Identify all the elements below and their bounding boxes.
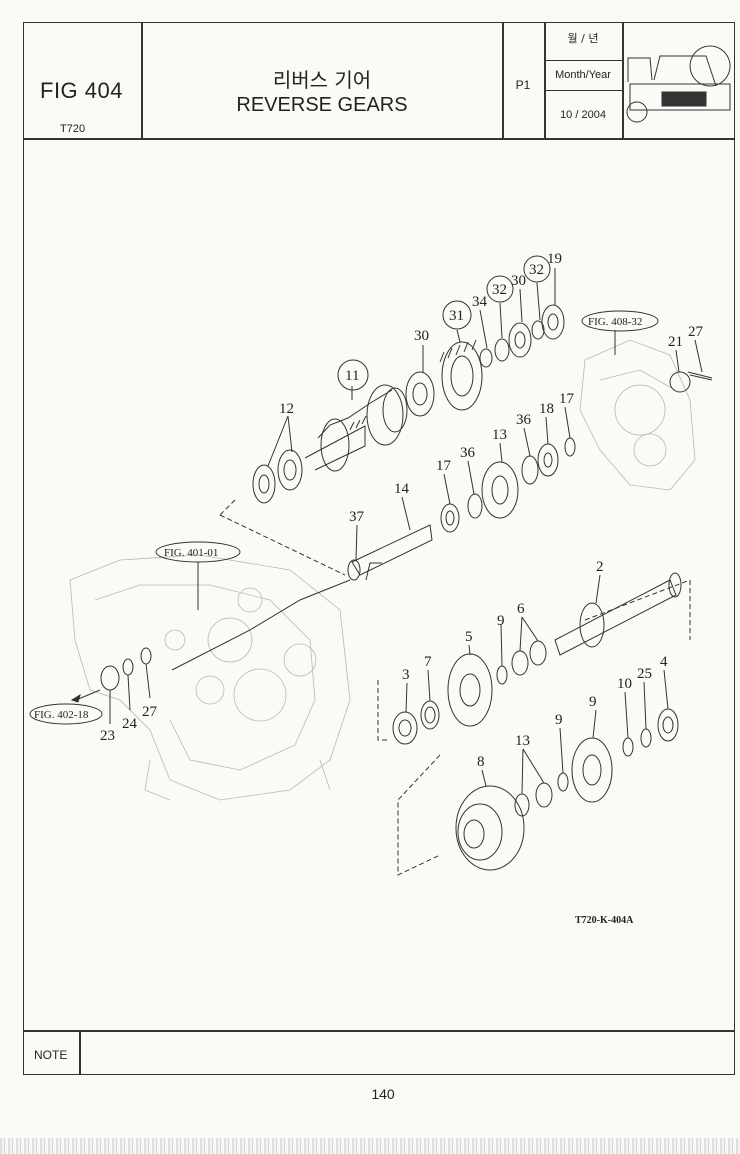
callout-label: 13 <box>515 733 530 749</box>
upper-shaft-assembly <box>252 304 565 504</box>
circled-callout-32b <box>523 255 551 283</box>
header-col-divider-4 <box>622 22 624 139</box>
model-code: T720 <box>60 123 86 135</box>
callout-label: 9 <box>589 694 597 710</box>
header-divider <box>23 138 735 140</box>
callout-label: 30 <box>414 328 429 344</box>
callout-label: 36 <box>460 445 476 461</box>
callout-label: 11 <box>345 368 359 384</box>
callout-label: 13 <box>492 427 507 443</box>
xref-oval-402-18 <box>29 703 103 725</box>
drawing-code: T720-K-404A <box>575 915 634 926</box>
xref-408-32: FIG. 408-32 <box>588 316 642 328</box>
xref-oval-401-01 <box>155 541 241 563</box>
callout-label: 9 <box>497 613 505 629</box>
page-number: 140 <box>371 1086 395 1102</box>
callout-label: 23 <box>100 728 115 744</box>
callout-label: 37 <box>349 509 365 525</box>
note-col-divider <box>79 1030 81 1075</box>
xref-401-01: FIG. 401-01 <box>164 547 218 559</box>
issue-date: 10 / 2004 <box>560 109 606 121</box>
lower-shaft-assembly <box>70 572 682 871</box>
callout-label: 4 <box>660 654 668 670</box>
circled-callout-31 <box>442 300 472 330</box>
callout-label: 32 <box>492 282 507 298</box>
callout-label: 3 <box>402 667 410 683</box>
circled-callout-13 <box>337 359 369 391</box>
xref-oval-408-32 <box>581 310 659 332</box>
callout-label: 27 <box>688 324 704 340</box>
page-frame <box>23 22 735 1075</box>
callout-label: 31 <box>449 308 464 324</box>
page-title: REVERSE GEARS <box>236 94 408 116</box>
header-col-divider-3 <box>544 22 546 139</box>
callout-label: 6 <box>517 601 525 617</box>
callout-label: 32 <box>529 262 544 278</box>
callout-label: 9 <box>555 712 563 728</box>
callout-label: 14 <box>394 481 410 497</box>
note-divider <box>23 1030 735 1032</box>
callout-label: 19 <box>547 251 562 267</box>
callout-label: 17 <box>436 458 452 474</box>
callout-label: 30 <box>511 273 526 289</box>
fig-number: FIG 404 <box>40 78 123 103</box>
callout-label: 12 <box>279 401 294 417</box>
date-cell-divider-1 <box>544 60 622 61</box>
callout-label: 27 <box>142 704 158 720</box>
callout-label: 10 <box>617 676 632 692</box>
callout-label: 2 <box>596 559 604 575</box>
page-id: P1 <box>515 78 531 92</box>
callout-label: 34 <box>472 294 488 310</box>
rear-housing-ghost <box>579 339 696 491</box>
note-label: NOTE <box>34 1048 68 1062</box>
callout-label: 5 <box>465 629 473 645</box>
xref-402-18: FIG. 402-18 <box>34 709 89 721</box>
callout-label: 18 <box>539 401 554 417</box>
header-col-divider-2 <box>502 22 504 139</box>
callout-label: 36 <box>516 412 532 428</box>
header-col-divider-1 <box>141 22 143 139</box>
transmission-housing-ghost <box>69 554 351 801</box>
callout-label: 7 <box>424 654 432 670</box>
circled-callout-32a <box>486 275 514 303</box>
month-year-label: Month/Year <box>555 69 611 81</box>
title-korean: 리버스 기어 <box>272 68 372 92</box>
middle-shaft-assembly <box>347 371 713 581</box>
callout-label: 25 <box>637 666 652 682</box>
callout-label: 8 <box>477 754 485 770</box>
scan-artifact-strip <box>0 1138 740 1154</box>
month-year-korean: 월 / 년 <box>567 32 599 45</box>
callout-label: 17 <box>559 391 575 407</box>
date-cell-divider-2 <box>544 90 622 91</box>
callout-label: 21 <box>668 334 683 350</box>
callout-label: 24 <box>122 716 138 732</box>
